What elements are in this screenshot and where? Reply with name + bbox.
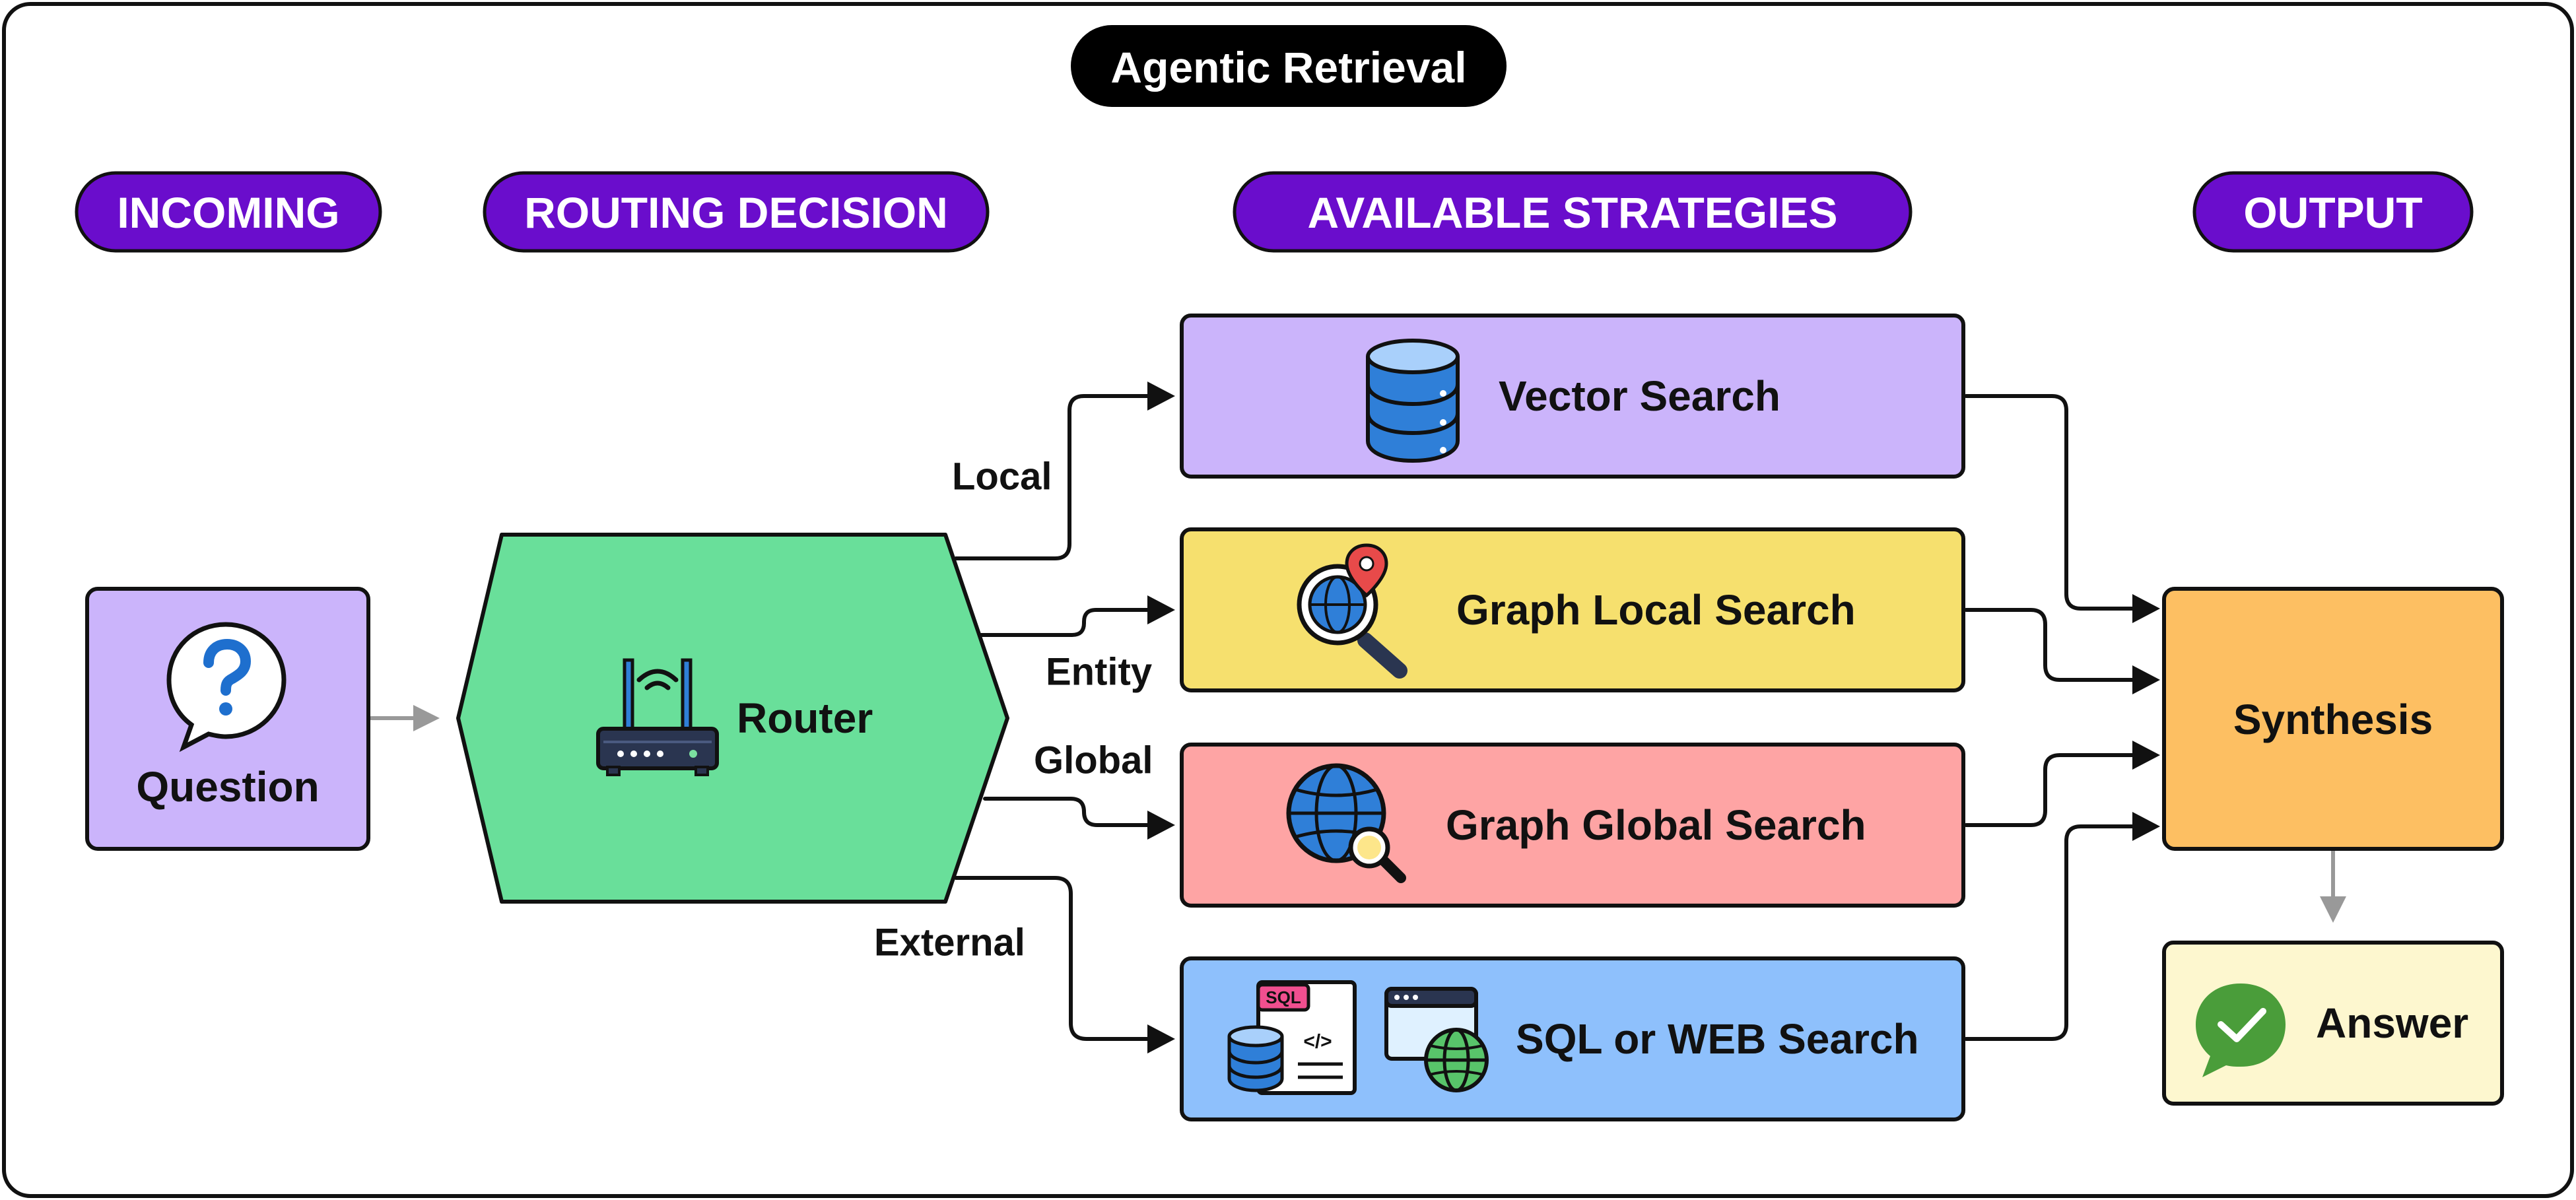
column-header-output: OUTPUT — [2192, 171, 2474, 253]
arrow-synthesis-to-answer — [2320, 848, 2346, 923]
column-header-incoming: INCOMING — [75, 171, 382, 253]
wifi-router-icon — [596, 658, 719, 776]
edge-label-global: Global — [1034, 739, 1153, 782]
arrow-vector-to-synthesis — [1964, 394, 2160, 623]
sql-web-search-node: SQL </> SQL or WEB Search — [1180, 956, 1965, 1121]
arrow-graph-global-to-synthesis — [1964, 741, 2160, 827]
arrow-router-to-graph-local — [979, 595, 1175, 637]
column-label-routing: ROUTING DECISION — [524, 188, 948, 237]
sql-web-search-label: SQL or WEB Search — [1516, 1015, 1919, 1063]
browser-globe-icon — [1384, 987, 1489, 1092]
synthesis-node: Synthesis — [2162, 587, 2504, 851]
chat-check-icon — [2196, 983, 2286, 1077]
database-stack-icon — [1366, 339, 1460, 463]
sql-document-icon: SQL </> — [1227, 980, 1357, 1095]
arrow-sql-web-to-synthesis — [1964, 812, 2160, 1041]
code-symbol-text: </> — [1303, 1031, 1332, 1053]
synthesis-label: Synthesis — [2233, 696, 2433, 743]
connectors — [369, 382, 2346, 1053]
graph-global-search-label: Graph Global Search — [1446, 801, 1866, 849]
graph-local-search-label: Graph Local Search — [1456, 586, 1856, 634]
column-label-incoming: INCOMING — [117, 188, 339, 237]
router-node: Router — [456, 533, 1009, 904]
column-header-routing: ROUTING DECISION — [483, 171, 990, 253]
globe-map-pin-magnifier-icon — [1297, 543, 1407, 679]
globe-magnifier-icon — [1286, 763, 1406, 883]
arrow-graph-local-to-synthesis — [1964, 608, 2160, 694]
question-bubble-icon — [166, 622, 287, 752]
arrow-question-to-router — [369, 705, 440, 731]
edge-label-external: External — [874, 921, 1025, 964]
diagram-title: Agentic Retrieval — [1110, 43, 1466, 92]
column-label-strategies: AVAILABLE STRATEGIES — [1307, 188, 1837, 237]
sql-badge-text: SQL — [1266, 987, 1301, 1007]
arrow-router-to-vector — [954, 382, 1175, 560]
vector-search-label: Vector Search — [1499, 372, 1780, 420]
arrow-router-to-sql-web — [954, 876, 1175, 1053]
title-pill: Agentic Retrieval — [1071, 25, 1507, 107]
edge-label-local: Local — [952, 455, 1052, 498]
question-label: Question — [136, 763, 319, 811]
graph-global-search-node: Graph Global Search — [1180, 743, 1965, 908]
edge-label-entity: Entity — [1046, 651, 1152, 694]
column-label-output: OUTPUT — [2243, 188, 2422, 237]
graph-local-search-node: Graph Local Search — [1180, 527, 1965, 692]
answer-node: Answer — [2162, 941, 2504, 1106]
question-node: Question — [85, 587, 370, 851]
router-label: Router — [737, 694, 873, 742]
vector-search-node: Vector Search — [1180, 314, 1965, 479]
column-header-strategies: AVAILABLE STRATEGIES — [1233, 171, 1913, 253]
answer-label: Answer — [2316, 999, 2468, 1047]
arrow-router-to-graph-global — [983, 797, 1175, 840]
